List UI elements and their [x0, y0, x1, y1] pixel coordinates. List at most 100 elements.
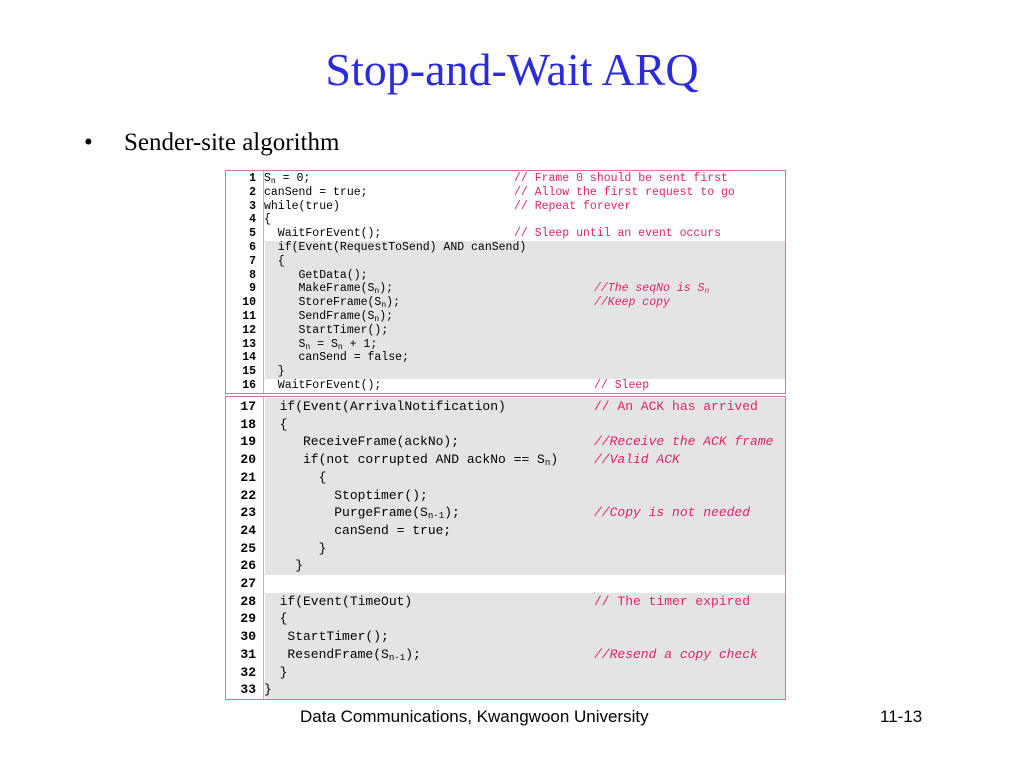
code-line: 6 if(Event(RequestToSend) AND canSend) — [226, 241, 785, 255]
line-number: 9 — [249, 282, 256, 296]
line-number-gutter — [226, 171, 264, 393]
line-number: 13 — [242, 337, 256, 351]
code-text: canSend = true; — [264, 522, 452, 538]
line-number: 22 — [240, 487, 256, 503]
code-comment: //Receive the ACK frame — [594, 434, 774, 450]
code-line: 29 { — [226, 610, 785, 628]
bullet-item: • Sender-site algorithm — [84, 126, 339, 160]
code-comment: // The timer expired — [594, 593, 751, 609]
code-text: ResendFrame(Sn-1); — [264, 646, 421, 663]
code-text: ReceiveFrame(ackNo); — [264, 434, 460, 450]
line-number: 7 — [249, 254, 256, 268]
line-number: 6 — [249, 241, 256, 254]
line-number: 11 — [242, 310, 256, 323]
code-text: } — [264, 540, 327, 556]
code-text: Sn = Sn + 1; — [264, 337, 378, 352]
code-comment: // Frame 0 should be sent first — [514, 172, 728, 185]
code-line: 16 WaitForEvent();// Sleep — [226, 379, 785, 393]
code-text: if(Event(ArrivalNotification) — [264, 399, 506, 414]
code-line: 33} — [226, 681, 785, 699]
code-line: 25 } — [226, 540, 785, 558]
code-comment: // An ACK has arrived — [594, 399, 758, 414]
line-number: 19 — [240, 434, 256, 450]
code-listing-bottom: 17 if(Event(ArrivalNotification) // An AC… — [225, 396, 786, 700]
code-comment: // Sleep — [594, 379, 650, 392]
bullet-marker: • — [84, 129, 93, 156]
line-number: 20 — [240, 452, 256, 468]
code-text: while(true) — [264, 199, 340, 213]
code-text: { — [264, 213, 271, 227]
code-text: } — [264, 558, 304, 574]
code-text: canSend = true; — [264, 185, 368, 199]
line-number: 29 — [240, 611, 256, 627]
code-line: 13 Sn = Sn + 1; — [226, 338, 785, 352]
code-line: 32 } — [226, 664, 785, 682]
code-text: { — [264, 416, 288, 432]
line-number: 21 — [240, 469, 256, 485]
line-number-gutter — [226, 397, 264, 699]
code-text: PurgeFrame(Sn-1); — [264, 505, 460, 522]
line-number: 1 — [249, 172, 256, 185]
code-line: 9 MakeFrame(Sn); //The seqNo is Sn — [226, 282, 785, 296]
code-text: if(Event(RequestToSend) AND canSend) — [264, 241, 527, 254]
code-text: StartTimer(); — [264, 323, 389, 337]
code-text: MakeFrame(Sn); — [264, 282, 394, 297]
code-text: } — [264, 682, 272, 698]
slide-title: Stop-and-Wait ARQ — [325, 44, 699, 95]
code-line: 20 if(not corrupted AND ackNo == Sn)//Va… — [226, 451, 785, 469]
code-comment: //Keep copy — [594, 296, 670, 310]
code-comment: //Resend a copy check — [594, 646, 758, 662]
code-line: 30 StartTimer(); — [226, 628, 785, 646]
line-number: 16 — [242, 379, 256, 392]
code-text: } — [264, 365, 285, 379]
code-line: 27 — [226, 575, 785, 593]
code-text: StoreFrame(Sn); — [264, 296, 400, 311]
line-number: 12 — [242, 323, 256, 337]
code-line: 22 Stoptimer(); — [226, 487, 785, 505]
code-line: 10 StoreFrame(Sn); //Keep copy — [226, 296, 785, 310]
line-number: 15 — [242, 365, 256, 379]
code-text: } — [264, 664, 288, 680]
code-line: 2 canSend = true; // Allow the first reque… — [226, 186, 785, 200]
code-comment: //The seqNo is Sn — [594, 282, 710, 297]
code-text: StartTimer(); — [264, 629, 389, 645]
line-number: 10 — [242, 296, 256, 310]
line-number: 25 — [240, 540, 256, 556]
code-line: 7 { — [226, 255, 785, 269]
code-line: 14 canSend = false; — [226, 351, 785, 365]
line-number: 4 — [249, 213, 256, 227]
code-text: { — [264, 469, 327, 485]
code-highlight — [265, 241, 785, 379]
code-text: if(not corrupted AND ackNo == Sn) — [264, 452, 559, 469]
code-text: SendFrame(Sn); — [264, 310, 394, 324]
code-line: 17 if(Event(ArrivalNotification) // An AC… — [226, 398, 785, 416]
code-text: if(Event(TimeOut) — [264, 593, 413, 609]
line-number: 2 — [249, 185, 256, 199]
code-text: WaitForEvent(); — [264, 227, 382, 241]
code-text: { — [264, 254, 285, 268]
code-comment: // Repeat forever — [514, 199, 632, 213]
code-line: 5 WaitForEvent();// Sleep until an event… — [226, 227, 785, 241]
code-comment: // Allow the first request to go — [514, 185, 735, 199]
line-number: 24 — [240, 522, 256, 538]
code-line: 26 } — [226, 557, 785, 575]
code-comment: // Sleep until an event occurs — [514, 227, 722, 241]
page-number: 11-13 — [880, 707, 923, 726]
line-number: 17 — [240, 399, 256, 414]
code-line: 18 { — [226, 416, 785, 434]
code-line: 24 canSend = true; — [226, 522, 785, 540]
line-number: 14 — [242, 351, 256, 365]
line-number: 28 — [240, 593, 256, 609]
code-line: 21 { — [226, 469, 785, 487]
code-line: 28 if(Event(TimeOut) // The timer expired — [226, 593, 785, 611]
code-comment: //Copy is not needed — [594, 505, 751, 521]
code-line: 4{ — [226, 213, 785, 227]
code-text: Stoptimer(); — [264, 487, 428, 503]
bullet-text: Sender-site algorithm — [124, 129, 340, 156]
code-line: 23 PurgeFrame(Sn-1);//Copy is not needed — [226, 504, 785, 522]
line-number: 26 — [240, 558, 256, 574]
code-highlight — [265, 592, 785, 699]
line-number: 31 — [240, 646, 256, 662]
